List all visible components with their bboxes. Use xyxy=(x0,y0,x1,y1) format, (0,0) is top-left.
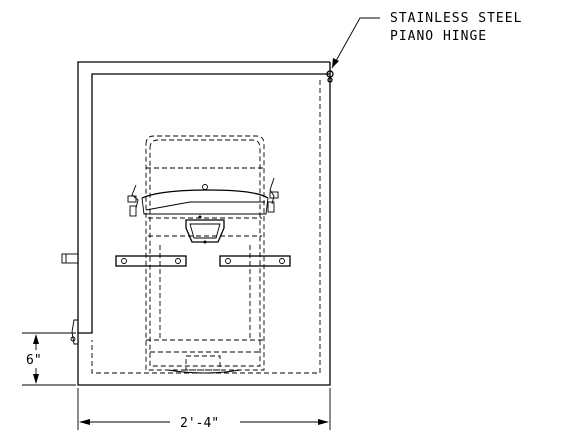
hinge-callout: STAINLESS STEEL PIANO HINGE xyxy=(331,11,522,69)
knob-icon xyxy=(202,184,208,190)
appliance xyxy=(145,135,265,374)
center-bracket xyxy=(185,215,225,244)
inner-dashed-enclosure xyxy=(91,80,321,374)
control-panel xyxy=(141,184,269,237)
piano-hinge xyxy=(326,70,334,83)
leader-arrowhead xyxy=(332,58,339,68)
enclosure-outline xyxy=(77,61,331,386)
width-dimension-label: 2'-4" xyxy=(180,416,219,431)
left-mounting-bar xyxy=(115,255,187,267)
right-mounting-bar xyxy=(219,255,291,267)
callout-line-2: PIANO HINGE xyxy=(390,29,487,44)
callout-line-1: STAINLESS STEEL xyxy=(390,11,522,26)
left-valve-icon xyxy=(127,184,139,217)
height-dimension: 6" xyxy=(22,332,76,386)
right-valve-icon xyxy=(267,177,279,213)
latch-icon xyxy=(70,319,79,345)
height-dimension-label: 6" xyxy=(26,353,42,368)
width-dimension: 2'-4" xyxy=(77,388,331,431)
left-side-handle xyxy=(61,253,79,264)
